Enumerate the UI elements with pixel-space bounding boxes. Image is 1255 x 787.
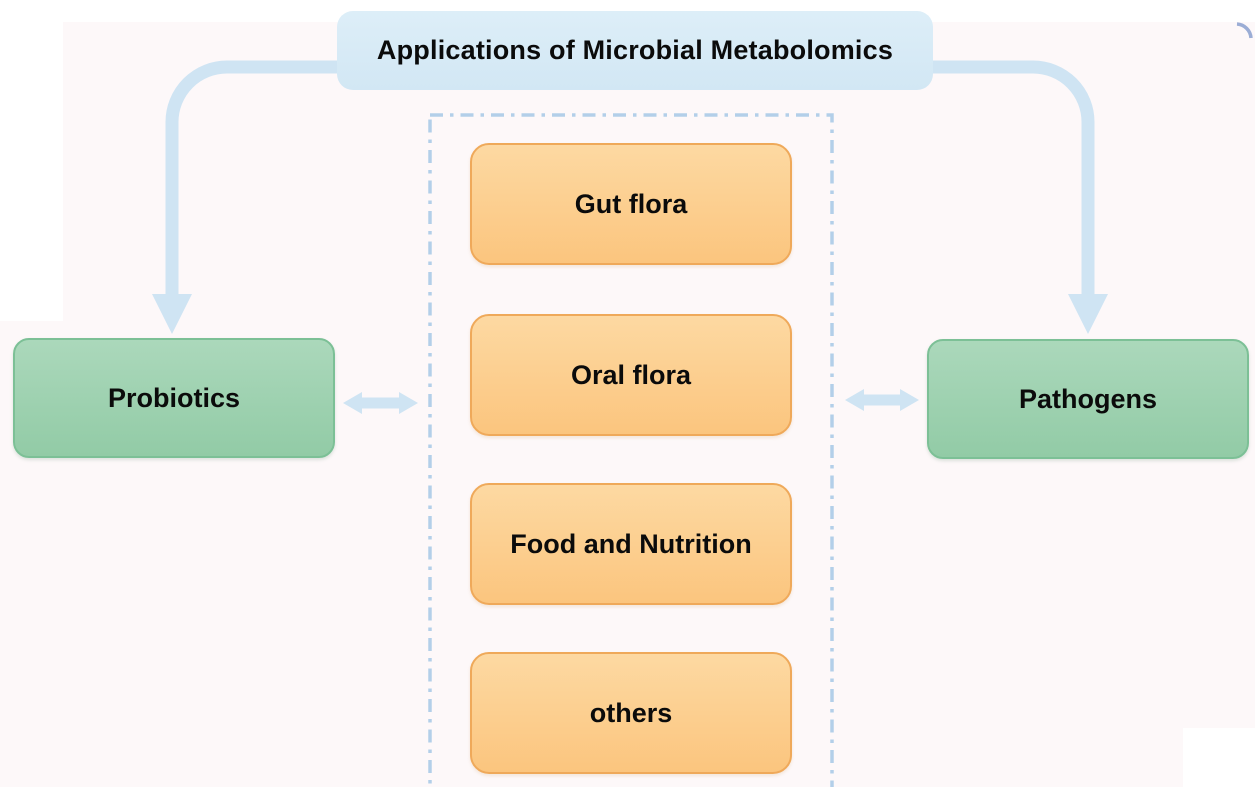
node-probiotics: Probiotics: [13, 338, 335, 458]
panel-corner-arc: [1236, 22, 1253, 39]
curved-arrow-left-head: [152, 294, 192, 334]
node-others: others: [470, 652, 792, 774]
curved-arrow-left-shaft: [165, 60, 340, 296]
double-arrow-left-head-west: [343, 392, 362, 414]
white-margin-left: [0, 0, 63, 321]
diagram-title-label: Applications of Microbial Metabolomics: [376, 35, 894, 65]
node-others-label: others: [589, 697, 673, 728]
double-arrow-right-head-east: [900, 389, 919, 411]
node-oral-flora-label: Oral flora: [570, 359, 692, 390]
white-margin-bottom-right: [1183, 728, 1255, 787]
double-arrow-left-head-east: [399, 392, 418, 414]
node-pathogens-label: Pathogens: [1018, 383, 1158, 414]
node-pathogens: Pathogens: [927, 339, 1249, 459]
node-food-and-nutrition-label: Food and Nutrition: [510, 528, 752, 559]
node-gut-flora-label: Gut flora: [574, 188, 688, 219]
dashed-group-border: [428, 113, 834, 787]
node-probiotics-label: Probiotics: [107, 382, 241, 413]
node-food-and-nutrition: Food and Nutrition: [470, 483, 792, 605]
curved-arrow-right-shaft: [930, 60, 1095, 296]
curved-arrow-right-head: [1068, 294, 1108, 334]
node-oral-flora: Oral flora: [470, 314, 792, 436]
node-gut-flora: Gut flora: [470, 143, 792, 265]
diagram-title-node: Applications of Microbial Metabolomics: [337, 11, 933, 90]
double-arrow-right-head-west: [845, 389, 864, 411]
